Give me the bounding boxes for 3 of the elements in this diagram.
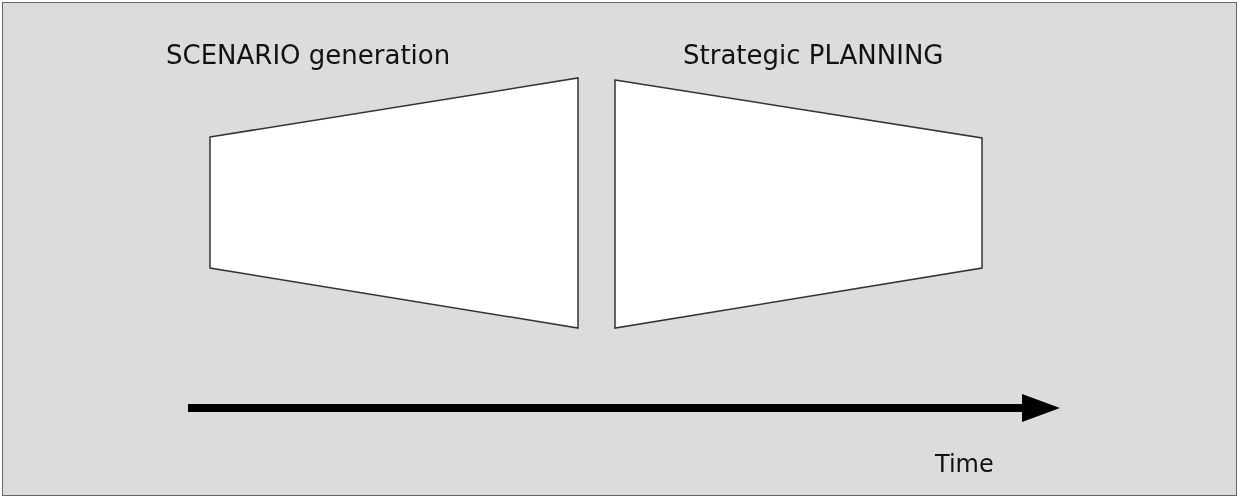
section-heading: SCENARIO generation (166, 40, 451, 70)
axis-label: Time (935, 450, 994, 478)
section-heading: Strategic PLANNING (683, 40, 944, 70)
